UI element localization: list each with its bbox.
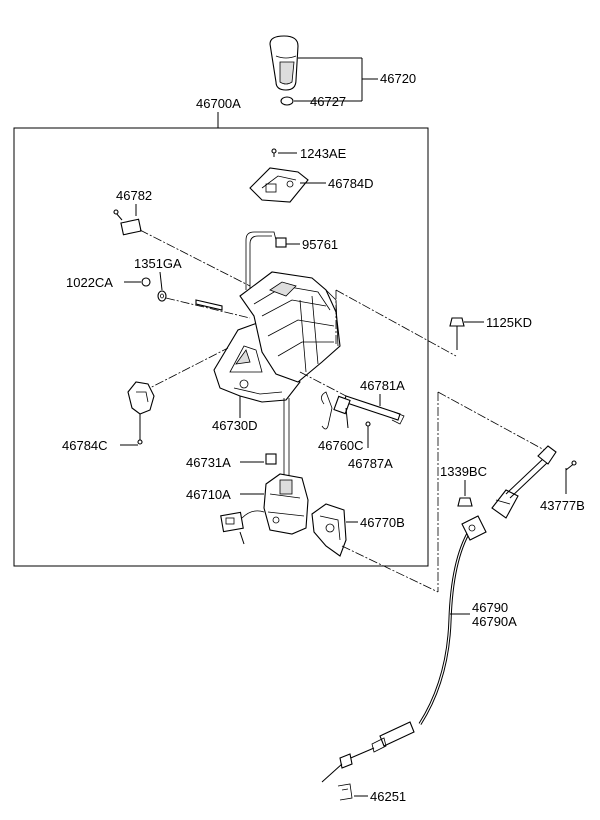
shifter-housing [239, 271, 341, 383]
label-95761: 95761 [302, 237, 338, 252]
assembly-frame [13, 127, 429, 567]
rod-46781a [343, 395, 405, 425]
sensor-46784c [127, 381, 155, 445]
bracket-46770b [311, 503, 347, 557]
label-43777b: 43777B [540, 498, 585, 513]
label-46731a: 46731A [186, 455, 231, 470]
label-46782: 46782 [116, 188, 152, 203]
knob-button [280, 96, 294, 106]
label-46784d: 46784D [328, 176, 374, 191]
block-46731a [265, 453, 277, 465]
label-46770b: 46770B [360, 515, 405, 530]
label-1339bc: 1339BC [440, 464, 487, 479]
bolt-1125kd [449, 317, 465, 350]
nut-1339bc [457, 497, 473, 507]
label-46730d: 46730D [212, 418, 258, 433]
shift-knob [269, 35, 299, 91]
label-1125kd: 1125KD [486, 315, 532, 330]
solenoid-46760c [321, 391, 351, 430]
label-46781a: 46781A [360, 378, 405, 393]
label-46787a: 46787A [348, 456, 393, 471]
label-1022ca: 1022CA [66, 275, 113, 290]
label-46720: 46720 [380, 71, 416, 86]
washer-1351ga [157, 290, 167, 302]
label-46760c: 46760C [318, 438, 364, 453]
label-46784c: 46784C [62, 438, 108, 453]
label-46710a: 46710A [186, 487, 231, 502]
pin-link [195, 299, 223, 311]
pin-46787a [365, 421, 371, 448]
pin-43777b [565, 460, 577, 471]
screw-1243ae [271, 148, 277, 157]
label-1243ae: 1243AE [300, 146, 347, 161]
nut-1022ca [141, 277, 151, 287]
label-46790: 46790 [472, 600, 508, 615]
switch-46782 [113, 209, 142, 236]
shift-cable-46790 [321, 445, 557, 783]
label-46251: 46251 [370, 789, 406, 804]
indicator-plate-46784d [249, 167, 309, 203]
label-46790a: 46790A [472, 614, 517, 629]
clip-46251 [337, 783, 353, 801]
base-46710a [263, 473, 309, 535]
label-1351ga: 1351GA [134, 256, 182, 271]
connector-module [220, 510, 265, 545]
shift-shaft [283, 398, 290, 480]
label-46727: 46727 [310, 94, 346, 109]
wire-harness-95761 [245, 231, 287, 290]
label-46700a: 46700A [196, 96, 241, 111]
shifter-bracket-46730d [213, 321, 301, 403]
